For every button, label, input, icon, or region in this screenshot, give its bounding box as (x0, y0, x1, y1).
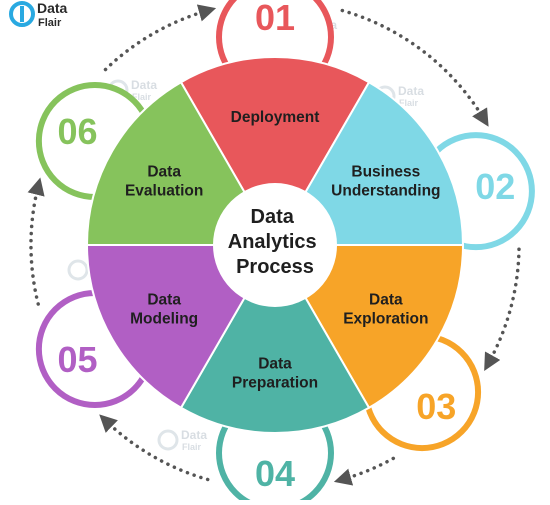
step-number: 04 (255, 453, 295, 494)
step-label-line: Data (369, 292, 403, 309)
center-title-line: Process (236, 256, 314, 278)
dotted-connector-arrow (333, 456, 396, 486)
brand-logo-icon (9, 1, 35, 27)
watermark-icon (157, 429, 179, 451)
step-label-line: Preparation (232, 375, 318, 392)
watermark-text: Flair (182, 442, 202, 452)
step-number: 06 (58, 111, 98, 152)
step-label-line: Modeling (130, 311, 198, 328)
process-segment (85, 80, 277, 246)
process-segment (85, 244, 277, 410)
watermark-text: Flair (132, 92, 152, 102)
step-label-line: Business (351, 164, 420, 181)
step-label: Deployment (231, 109, 320, 126)
watermark-icon (67, 259, 89, 281)
watermark-text: Data (398, 84, 424, 98)
step-label-line: Deployment (231, 109, 320, 126)
step-label-line: Understanding (331, 183, 440, 200)
step-number: 02 (475, 166, 515, 207)
dotted-connector-arrow (340, 8, 489, 127)
watermark-text: Data (131, 78, 157, 92)
watermark-text: Flair (399, 98, 419, 108)
brand-logo-text: Flair (38, 17, 62, 29)
dotted-connector-arrow (484, 247, 521, 371)
step-label-line: Data (147, 164, 181, 181)
center-title: Data Analytics Process (228, 206, 323, 278)
step-label-line: Data (147, 292, 181, 309)
step-number: 01 (255, 0, 295, 38)
segment-layer (85, 56, 465, 434)
process-segment (179, 56, 371, 247)
dotted-connector-arrow (27, 177, 45, 306)
step-label-line: Evaluation (125, 183, 203, 200)
step-label-line: Data (258, 356, 292, 373)
dotted-connector-arrow (99, 414, 210, 482)
connector-layer (27, 4, 521, 486)
brand-logo-text: Data (37, 0, 68, 16)
center-hub: Data Analytics Process (213, 183, 337, 307)
process-segment (273, 244, 465, 410)
step-label-line: Exploration (343, 311, 428, 328)
center-title-line: Data (251, 206, 295, 228)
watermark-text: Data (181, 428, 207, 442)
process-segment (179, 243, 371, 434)
dotted-connector-arrow (103, 4, 217, 72)
center-circle (213, 183, 337, 307)
process-segment (273, 80, 465, 246)
center-title-line: Analytics (228, 231, 317, 253)
step-number: 03 (416, 386, 456, 427)
step-number: 05 (58, 339, 98, 380)
